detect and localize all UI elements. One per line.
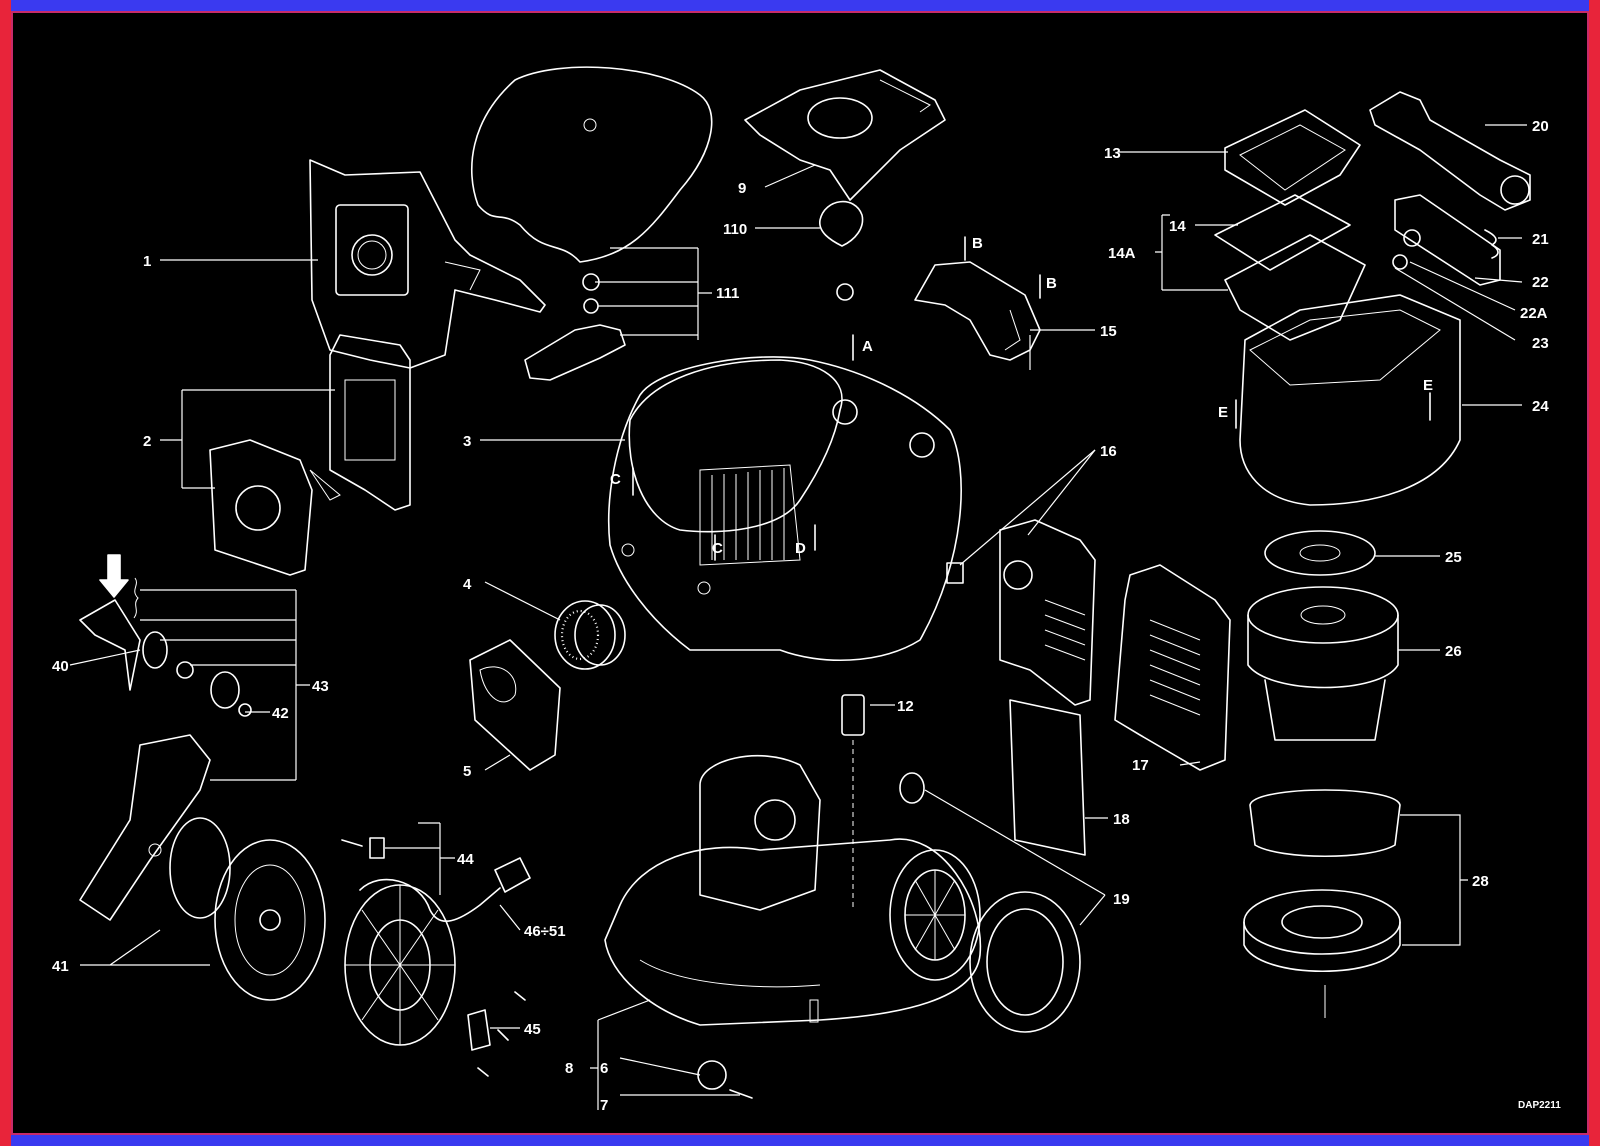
- part-base-chassis: [604, 754, 982, 1026]
- label-part-17: 17: [1132, 757, 1149, 774]
- part-wheel-tyre: [899, 772, 1081, 1033]
- frame-border-left: [0, 0, 11, 1146]
- label-part-45: 45: [524, 1021, 541, 1038]
- part-knob: [819, 200, 864, 301]
- label-part-28: 28: [1472, 873, 1489, 890]
- label-part-13: 13: [1104, 145, 1121, 162]
- label-part-23: 23: [1532, 335, 1549, 352]
- label-part-8: 8: [565, 1060, 573, 1077]
- part-main-housing: [607, 356, 962, 662]
- label-part-15: 15: [1100, 323, 1117, 340]
- part-grille-cover: [1114, 564, 1231, 771]
- label-part-24: 24: [1532, 398, 1549, 415]
- part-cord-brake: [79, 554, 252, 717]
- part-cord-arm: [79, 734, 211, 921]
- frame-border-right: [1589, 0, 1600, 1146]
- screws: [477, 236, 1431, 1077]
- label-part-43: 43: [312, 678, 329, 695]
- frame-inner-edge: [11, 11, 1589, 1135]
- label-part-111: 111: [716, 285, 739, 302]
- label-fastener-a: A: [862, 338, 873, 355]
- label-part-9: 9: [738, 180, 746, 197]
- label-part-18: 18: [1113, 811, 1130, 828]
- label-part-7: 7: [600, 1097, 608, 1114]
- part-front-panel: [469, 639, 561, 771]
- part-cord-reel: [169, 817, 326, 1001]
- label-fastener-b-1: B: [972, 235, 983, 252]
- part-castor: [697, 1060, 753, 1099]
- part-bag-holder: [209, 334, 411, 576]
- label-part-110: 110: [723, 221, 747, 238]
- label-part-46-51: 46÷51: [524, 923, 566, 940]
- part-filter-pad: [1009, 699, 1086, 856]
- label-part-4: 4: [463, 576, 472, 593]
- part-dust-bag: [309, 159, 546, 369]
- part-top-lid: [470, 66, 713, 381]
- label-fastener-b-2: B: [1046, 275, 1057, 292]
- label-fastener-e-1: E: [1218, 404, 1228, 421]
- frame-border-bottom: [0, 1135, 1600, 1146]
- part-rear-wheel: [889, 849, 981, 981]
- part-motor: [1247, 586, 1399, 741]
- label-part-5: 5: [463, 763, 471, 780]
- drawing-code: DAP2211: [1518, 1100, 1561, 1111]
- label-part-14: 14: [1169, 218, 1186, 235]
- part-motor-cap: [1264, 530, 1376, 576]
- label-part-1: 1: [143, 253, 151, 270]
- label-part-26: 26: [1445, 643, 1462, 660]
- label-part-19: 19: [1113, 891, 1130, 908]
- part-side-wheel: [344, 884, 491, 1051]
- part-filter-disc: [554, 600, 626, 670]
- part-labels: 1 2 3 4 5 6 7 8 9 110 111 12 13 14 14A 1…: [52, 118, 1561, 1114]
- label-part-25: 25: [1445, 549, 1462, 566]
- label-part-22: 22: [1532, 274, 1549, 291]
- part-motor-mount: [1243, 789, 1401, 1018]
- label-part-42: 42: [272, 705, 289, 722]
- label-part-16: 16: [1100, 443, 1117, 460]
- label-part-44: 44: [457, 851, 474, 868]
- leader-lines: [69, 124, 1527, 1110]
- frame-border-top: [0, 0, 1600, 11]
- label-part-21: 21: [1532, 231, 1549, 248]
- label-part-2: 2: [143, 433, 151, 450]
- part-rear-bracket: [914, 261, 1041, 361]
- label-fastener-d: D: [795, 540, 806, 557]
- part-dust-container: [1239, 294, 1461, 506]
- part-connector: [841, 694, 865, 910]
- exploded-parts-diagram: 1 2 3 4 5 6 7 8 9 110 111 12 13 14 14A 1…: [52, 66, 1561, 1114]
- label-part-12: 12: [897, 698, 914, 715]
- label-part-6: 6: [600, 1060, 608, 1077]
- label-part-22a: 22A: [1520, 305, 1548, 322]
- label-fastener-e-2: E: [1423, 377, 1433, 394]
- part-upper-filter-frame: [1214, 109, 1366, 341]
- label-fastener-c-1: C: [610, 471, 621, 488]
- part-filter-frame: [946, 519, 1096, 706]
- label-part-20: 20: [1532, 118, 1549, 135]
- part-catch-bracket: [1392, 194, 1501, 286]
- part-power-cord: [341, 837, 531, 922]
- label-part-41: 41: [52, 958, 69, 975]
- part-release-lever: [1369, 91, 1531, 211]
- part-handle-cover: [744, 69, 946, 201]
- label-fastener-c-2: C: [712, 540, 723, 557]
- label-part-14a: 14A: [1108, 245, 1136, 262]
- label-part-40: 40: [52, 658, 69, 675]
- label-part-3: 3: [463, 433, 471, 450]
